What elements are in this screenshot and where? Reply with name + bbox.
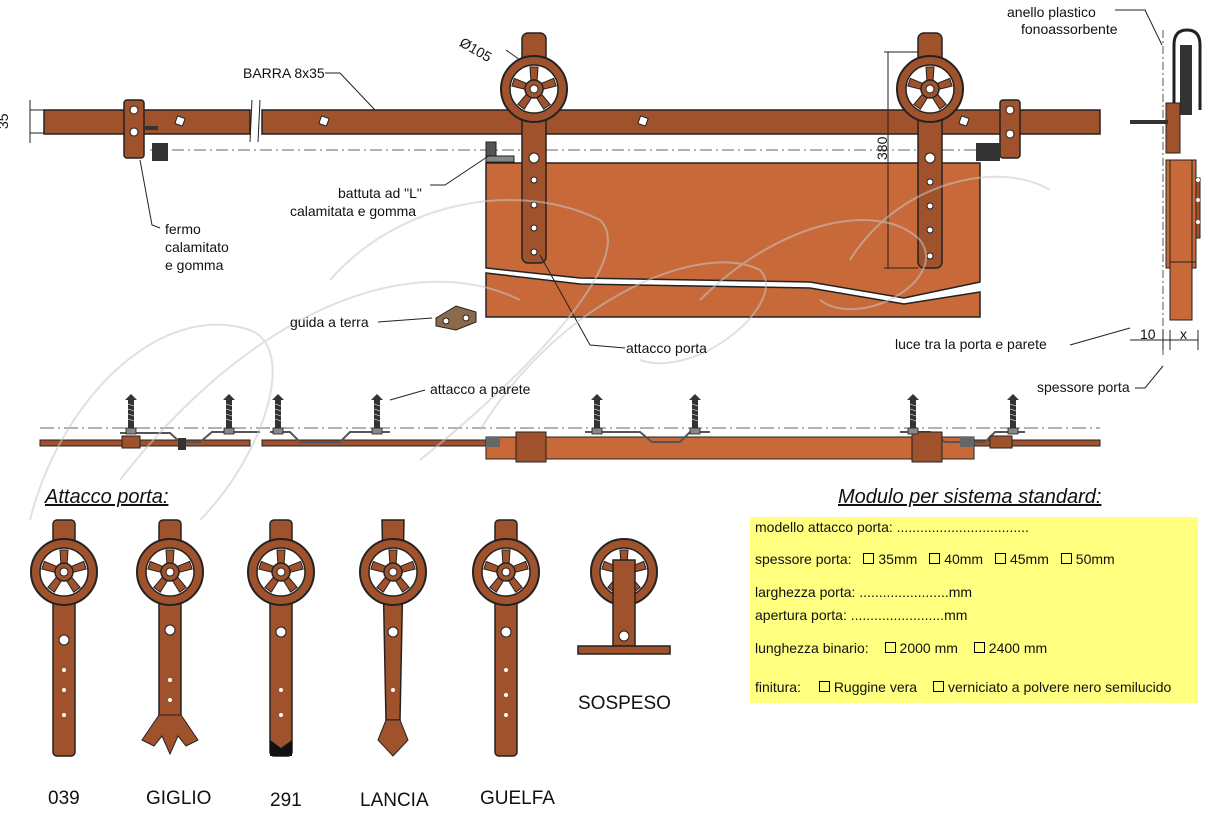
- model-caption-039: 039: [48, 788, 80, 809]
- model-caption-guelfa: GUELFA: [480, 788, 555, 809]
- form-larghezza[interactable]: larghezza porta: .......................…: [755, 584, 973, 600]
- model-caption-291: 291: [270, 790, 302, 811]
- checkbox-icon[interactable]: [818, 681, 830, 692]
- model-039: [30, 519, 98, 757]
- form-lunghezza-label: lunghezza binario:: [755, 640, 869, 656]
- form-modello[interactable]: modello attacco porta: .................…: [755, 519, 1029, 535]
- form-spessore-row: spessore porta: 35mm 40mm 45mm 50mm: [755, 551, 1115, 567]
- model-lancia: [359, 519, 427, 757]
- modulo-title: Modulo per sistema standard:: [838, 486, 1102, 508]
- checkbox-icon[interactable]: [884, 642, 896, 653]
- door-panel: [485, 162, 981, 318]
- fermo-destro: [976, 99, 1021, 161]
- fermo-label-1: fermo: [165, 221, 201, 237]
- barra-label: BARRA 8x35: [243, 65, 325, 81]
- option-45mm[interactable]: 45mm: [987, 551, 1049, 567]
- option-ruggine-vera[interactable]: Ruggine vera: [805, 679, 917, 695]
- barra-rail: [43, 99, 1101, 143]
- model-caption-sospeso: SOSPESO: [578, 693, 671, 714]
- model-guelfa: [472, 519, 540, 757]
- model-sospeso: [577, 538, 671, 655]
- option-35mm[interactable]: 35mm: [855, 551, 917, 567]
- option-2400mm[interactable]: 2400 mm: [962, 640, 1047, 656]
- guida-label: guida a terra: [290, 314, 369, 330]
- anello-label-2: fonoassorbente: [1021, 21, 1118, 37]
- form-finitura-row: finitura: Ruggine vera verniciato a polv…: [755, 679, 1171, 695]
- fermo-label-3: e gomma: [165, 257, 224, 273]
- attacco-porta-title: Attacco porta:: [45, 486, 169, 508]
- order-form: modello attacco porta: .................…: [750, 517, 1198, 703]
- checkbox-icon[interactable]: [1060, 553, 1072, 564]
- checkbox-icon[interactable]: [929, 553, 941, 564]
- option-40mm[interactable]: 40mm: [921, 551, 983, 567]
- battuta-label-1: battuta ad "L": [338, 185, 422, 201]
- luce-label: luce tra la porta e parete: [895, 336, 1047, 352]
- plan-view: [39, 393, 1101, 463]
- model-291: [247, 519, 315, 757]
- form-spessore-label: spessore porta:: [755, 551, 852, 567]
- checkbox-icon[interactable]: [863, 553, 875, 564]
- option-verniciato-nero[interactable]: verniciato a polvere nero semilucido: [921, 679, 1171, 695]
- attacco-parete-label: attacco a parete: [430, 381, 531, 397]
- form-finitura-label: finitura:: [755, 679, 801, 695]
- dim-380-label: 380: [874, 136, 890, 160]
- model-caption-lancia: LANCIA: [360, 790, 429, 811]
- checkbox-icon[interactable]: [994, 553, 1006, 564]
- form-lunghezza-row: lunghezza binario: 2000 mm 2400 mm: [755, 640, 1047, 656]
- dimension-35: [29, 100, 44, 143]
- option-2000mm[interactable]: 2000 mm: [873, 640, 958, 656]
- form-apertura[interactable]: apertura porta: ........................…: [755, 607, 968, 623]
- model-caption-giglio: GIGLIO: [146, 788, 212, 809]
- battuta-label-2: calamitata e gomma: [290, 203, 417, 219]
- checkbox-icon[interactable]: [973, 642, 985, 653]
- battuta-l: [485, 141, 515, 163]
- fermo-calamitato: [123, 99, 168, 161]
- spessore-label: spessore porta: [1037, 379, 1130, 395]
- floor-guide: [435, 305, 477, 331]
- dim-x-label: x: [1180, 326, 1187, 342]
- model-giglio: [136, 519, 204, 756]
- option-50mm[interactable]: 50mm: [1053, 551, 1115, 567]
- attacco-porta-label: attacco porta: [626, 340, 707, 356]
- anello-label-1: anello plastico: [1007, 4, 1096, 20]
- dim-35-label: 35: [0, 113, 11, 129]
- checkbox-icon[interactable]: [932, 681, 944, 692]
- fermo-label-2: calamitato: [165, 239, 229, 255]
- dim-10-label: 10: [1140, 326, 1156, 342]
- side-view: [1130, 28, 1202, 355]
